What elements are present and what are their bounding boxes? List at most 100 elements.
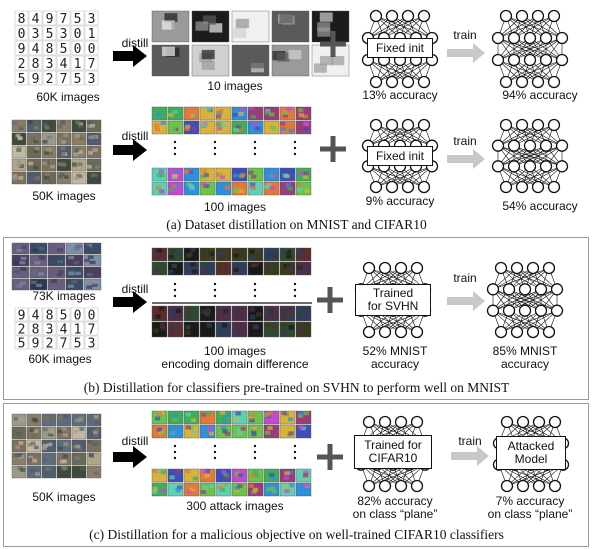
texture-patch (205, 111, 211, 116)
c-before-accuracy-2: on class “plane” (352, 507, 438, 521)
texture-patch (238, 111, 244, 116)
texture-patch (33, 418, 39, 423)
texture-patch (87, 255, 94, 259)
texture-patch (284, 489, 290, 493)
texture-patch (48, 455, 53, 460)
texture-patch (201, 49, 215, 60)
texture-patch (47, 442, 53, 447)
texture-patch (95, 417, 101, 422)
ellipsis-dot (253, 450, 257, 454)
texture-patch (78, 124, 83, 129)
texture-patch (30, 468, 36, 473)
texture-patch (33, 165, 39, 170)
texture-patch (33, 139, 39, 144)
ellipsis-dot (173, 146, 177, 150)
texture-patch (192, 326, 199, 332)
digit-cell (42, 70, 57, 86)
texture-patch (268, 472, 275, 477)
image-tile (83, 242, 102, 255)
texture-patch (185, 412, 191, 417)
c-cifar-source-grid (11, 413, 102, 479)
texture-patch (200, 174, 206, 179)
box-line-2: CIFAR10 (368, 451, 418, 465)
texture-patch (204, 469, 210, 473)
edge (497, 37, 531, 61)
texture-patch (66, 243, 73, 247)
texture-patch (87, 165, 92, 169)
texture-patch (68, 270, 75, 274)
texture-patch (331, 55, 345, 66)
texture-patch (203, 15, 217, 25)
texture-patch (155, 314, 161, 319)
ellipsis-dot (173, 450, 177, 454)
texture-patch (208, 484, 215, 489)
digit-glyph: 2 (18, 323, 26, 338)
texture-patch (224, 475, 230, 480)
digit-cell (42, 10, 57, 26)
neuron (500, 415, 514, 429)
texture-patch (42, 122, 48, 127)
neuron (394, 325, 408, 339)
texture-patch (14, 468, 20, 472)
plus-sign-v (330, 31, 336, 57)
texture-patch (63, 414, 69, 418)
texture-patch (74, 148, 80, 153)
attacked-model-box: Attacked Model (496, 436, 566, 470)
digit-cell (70, 10, 85, 26)
digit-cell (70, 307, 85, 322)
digit-cell (56, 55, 71, 71)
digit-glyph: 8 (46, 42, 54, 57)
ellipsis-dot (293, 282, 297, 286)
mnist-before-accuracy: 13% accuracy (362, 88, 438, 102)
plus-sign-v (327, 444, 333, 470)
digit-glyph: 4 (32, 12, 40, 27)
digit-cell (42, 40, 57, 56)
texture-patch (171, 264, 178, 269)
texture-patch (72, 163, 77, 168)
texture-patch (222, 329, 228, 335)
texture-patch (75, 120, 80, 125)
texture-patch (174, 182, 181, 187)
trained-svhn-box: Trained for SVHN (355, 284, 431, 316)
texture-patch (74, 418, 80, 423)
texture-patch (287, 417, 294, 422)
texture-patch (285, 169, 291, 174)
texture-patch (33, 429, 39, 434)
c-synthetic-bottom (151, 468, 312, 497)
texture-patch (159, 173, 165, 178)
digit-glyph: 0 (88, 42, 96, 57)
texture-patch (49, 282, 56, 286)
box-line-2: for SVHN (367, 299, 419, 313)
texture-patch (42, 443, 48, 448)
texture-patch (94, 427, 100, 432)
texture-patch (48, 256, 55, 260)
texture-patch (233, 268, 239, 272)
texture-patch (158, 169, 164, 174)
distill-arrow (113, 291, 147, 313)
texture-patch (253, 263, 259, 268)
edge (391, 166, 433, 188)
digit-glyph: 4 (32, 42, 40, 57)
texture-patch (57, 124, 62, 129)
digit-cell (70, 40, 85, 56)
texture-patch (279, 13, 293, 24)
edge (492, 289, 542, 311)
texture-patch (187, 170, 193, 175)
image-tile (271, 10, 310, 43)
neuron (410, 415, 424, 429)
digit-cell (70, 25, 85, 41)
digit-cell (28, 55, 43, 71)
texture-patch (219, 175, 226, 180)
digit-cell (28, 70, 43, 86)
b-synthetic-bottom (151, 305, 312, 338)
texture-patch (17, 124, 23, 129)
texture-patch (78, 415, 84, 420)
texture-patch (78, 150, 83, 154)
texture-patch (77, 447, 83, 451)
texture-patch (160, 308, 167, 314)
digit-glyph: 9 (32, 72, 40, 87)
texture-patch (286, 254, 292, 259)
texture-patch (42, 446, 47, 451)
texture-patch (297, 413, 304, 418)
